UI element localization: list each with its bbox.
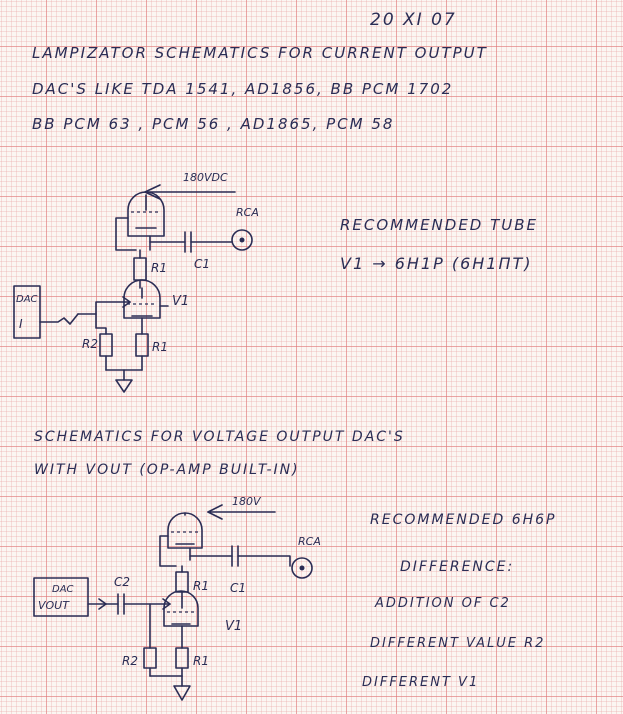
r1-bottom-label-1: R1	[152, 340, 168, 354]
supply-arrow-2	[207, 504, 276, 520]
capacitor-c1-1	[149, 231, 233, 253]
capacitor-c2-2	[117, 593, 171, 615]
upper-tube-2	[159, 512, 203, 567]
resistor-r1-bottom-2	[175, 625, 189, 677]
dac-box-1	[13, 285, 41, 339]
dac-box-vout-2: VOUT	[38, 599, 70, 612]
ground-2	[149, 675, 191, 701]
recommended-tube-value: V1 → 6H1P (6H1ΠT)	[340, 254, 533, 273]
supply-label-2: 180V	[232, 495, 262, 508]
rca-jack-2	[291, 557, 313, 579]
resistor-r2-2	[143, 603, 157, 677]
resistor-r1-bottom-1	[135, 317, 149, 371]
date-note: 20 XI 07	[370, 10, 457, 30]
r1-top-label-2: R1	[193, 579, 209, 593]
title-line-3: BB PCM 63 , PCM 56 , AD1865, PCM 58	[32, 115, 395, 133]
dac-box-current-1: I	[19, 317, 23, 331]
rca-label-1: RCA	[236, 206, 259, 219]
section2-line-1: SCHEMATICS FOR VOLTAGE OUTPUT DAC'S	[34, 429, 405, 445]
lower-tube-2	[163, 590, 199, 627]
section2-line-2: WITH VOUT (OP-AMP BUILT-IN)	[34, 462, 300, 478]
supply-label-1: 180VDC	[183, 171, 228, 184]
rca-label-2: RCA	[298, 535, 321, 548]
resistor-r2-1	[95, 313, 113, 371]
rca-jack-1	[231, 229, 253, 251]
c1-label-2: C1	[230, 581, 246, 595]
input-wire-2	[87, 598, 119, 610]
input-wire-1	[39, 296, 131, 325]
difference-item-3: DIFFERENT V1	[362, 675, 480, 690]
r1-bottom-label-2: R1	[193, 654, 209, 668]
difference-title: DIFFERENCE:	[400, 559, 515, 575]
resistor-r1-top-1	[133, 249, 147, 289]
capacitor-c1-2	[189, 545, 291, 567]
v1-label-2: V1	[225, 619, 242, 634]
c1-label-1: C1	[194, 257, 210, 271]
v1-label-1: V1	[172, 294, 189, 309]
upper-tube-1	[115, 191, 165, 251]
recommended-tube-2: RECOMMENDED 6H6P	[370, 512, 557, 528]
r2-label-2: R2	[122, 654, 138, 668]
c2-label-2: C2	[114, 575, 130, 589]
dac-box-label-1: DAC	[16, 294, 38, 305]
r1-top-label-1: R1	[151, 261, 167, 275]
r2-label-1: R2	[82, 337, 98, 351]
recommended-tube-label: RECOMMENDED TUBE	[340, 216, 539, 234]
dac-box-label-2: DAC	[52, 584, 74, 595]
dac-box-2	[33, 577, 89, 617]
title-line-2: DAC'S LIKE TDA 1541, AD1856, BB PCM 1702	[32, 80, 454, 98]
lower-tube-1	[123, 279, 169, 319]
ground-1	[105, 369, 143, 393]
resistor-r1-top-2	[175, 565, 189, 599]
difference-item-1: ADDITION OF C2	[375, 596, 511, 611]
title-line-1: LAMPIZATOR SCHEMATICS FOR CURRENT OUTPUT	[32, 44, 488, 62]
difference-item-2: DIFFERENT VALUE R2	[370, 636, 546, 651]
